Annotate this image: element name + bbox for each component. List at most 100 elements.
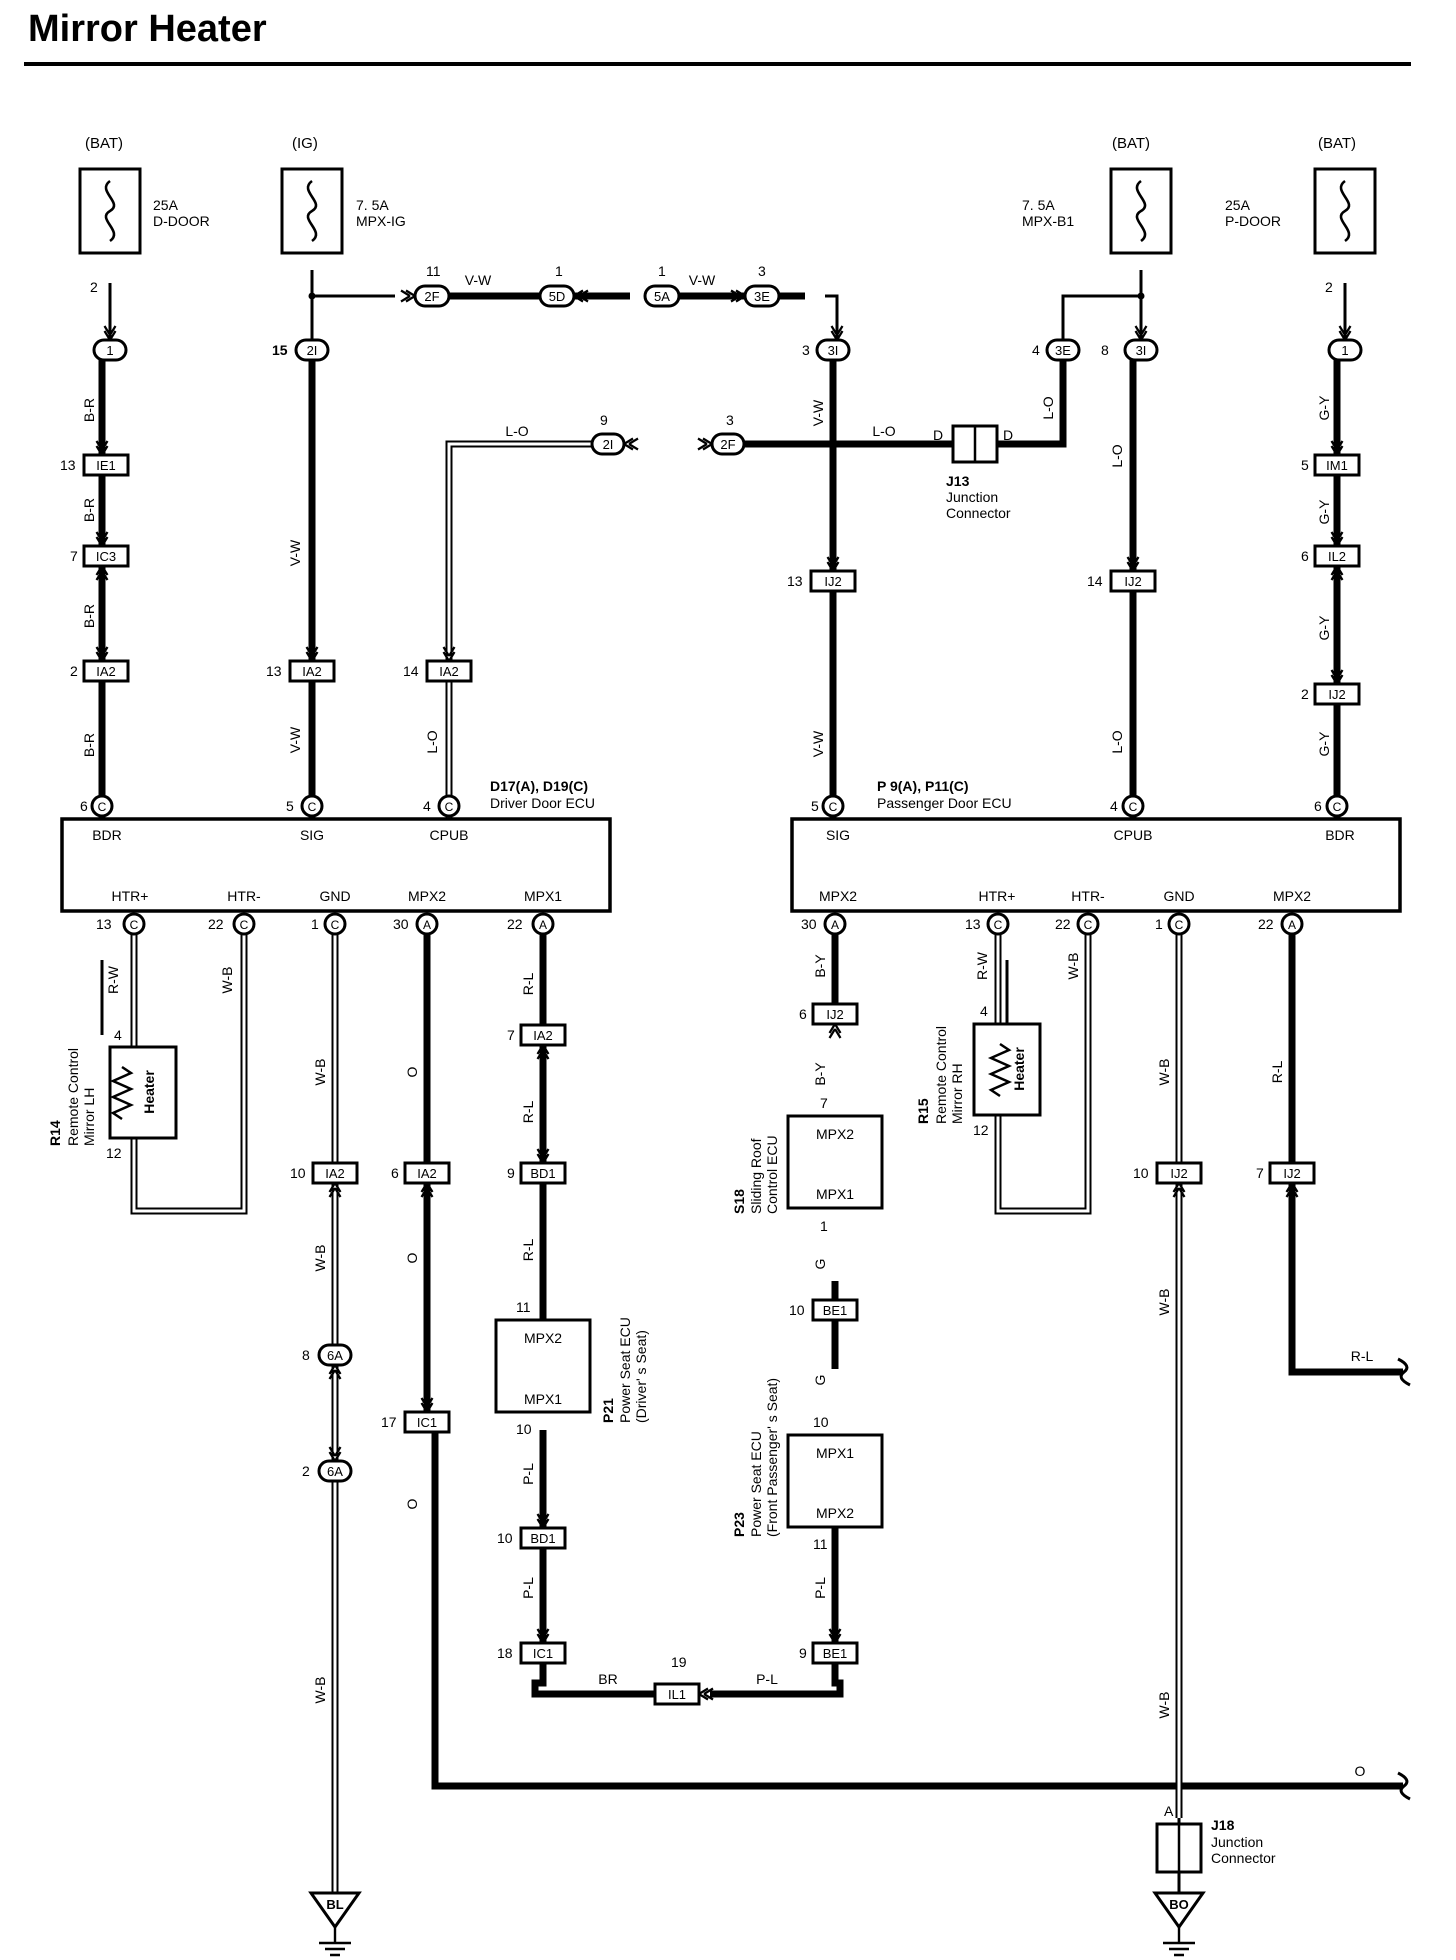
svg-text:30: 30: [393, 916, 409, 932]
jb-connector: 3E4: [1032, 338, 1081, 362]
fuse-icon: [280, 167, 344, 255]
svg-text:10: 10: [813, 1414, 829, 1430]
svg-text:11: 11: [516, 1299, 531, 1315]
svg-text:C: C: [98, 800, 107, 814]
svg-text:C: C: [1129, 800, 1138, 814]
heater-resistor-icon: [987, 1042, 1013, 1098]
svg-text:2F: 2F: [720, 437, 735, 452]
wire-label: B-Y: [812, 954, 828, 978]
jb-connector: 2F3: [710, 412, 746, 456]
svg-text:Junction: Junction: [946, 489, 998, 505]
wire-label: R-L: [520, 973, 536, 996]
wire-label: L-O: [1109, 444, 1125, 467]
svg-text:6: 6: [799, 1006, 807, 1022]
wire-label: G-Y: [1316, 615, 1332, 641]
connector-arrow-icon: [95, 289, 1352, 1701]
svg-text:A: A: [1164, 1803, 1174, 1819]
fuse-name: MPX-B1: [1022, 213, 1074, 229]
svg-text:HTR-: HTR-: [227, 888, 261, 904]
jb-connector: 1: [92, 338, 128, 362]
pin-marker: C1: [1155, 912, 1191, 936]
fuse-name: MPX-IG: [356, 213, 406, 229]
svg-text:10: 10: [516, 1421, 532, 1437]
fuse-icon: [1313, 167, 1377, 255]
svg-text:Connector: Connector: [1211, 1850, 1276, 1866]
svg-text:C: C: [1084, 918, 1093, 932]
svg-text:MPX2: MPX2: [524, 1330, 562, 1346]
wire-label: W-B: [312, 1245, 328, 1272]
svg-text:Remote Control: Remote Control: [933, 1026, 949, 1124]
svg-text:IJ2: IJ2: [1328, 687, 1345, 702]
svg-text:2: 2: [70, 663, 78, 679]
svg-text:7: 7: [70, 548, 78, 564]
wire-label: L-O: [1109, 730, 1125, 753]
svg-text:Mirror RH: Mirror RH: [949, 1063, 965, 1124]
svg-text:C: C: [994, 918, 1003, 932]
svg-text:BDR: BDR: [92, 827, 122, 843]
fuse-pin: 2: [1325, 279, 1333, 295]
ground-bl: BL: [309, 1891, 361, 1957]
wire-label: R-W: [105, 965, 121, 994]
svg-text:13: 13: [266, 663, 282, 679]
svg-text:13: 13: [965, 916, 981, 932]
fuse-rating: 7. 5A: [1022, 197, 1055, 213]
svg-text:9: 9: [799, 1645, 807, 1661]
svg-text:10: 10: [290, 1165, 306, 1181]
wire-label: W-B: [312, 1059, 328, 1086]
svg-text:1: 1: [1155, 916, 1163, 932]
svg-text:A: A: [1288, 918, 1296, 932]
svg-text:IA2: IA2: [302, 664, 322, 679]
wire-label: W-B: [1156, 1059, 1172, 1086]
pin-marker: C5: [286, 794, 324, 818]
wire-label: V-W: [465, 272, 492, 288]
junction-connector-j13: D D J13 Junction Connector: [933, 424, 1013, 521]
svg-text:C: C: [308, 800, 317, 814]
svg-text:7: 7: [507, 1027, 515, 1043]
svg-text:C: C: [130, 918, 139, 932]
svg-text:MPX1: MPX1: [816, 1445, 854, 1461]
mirror-heater-rh: Heater 4 12 R15 Remote Control Mirror RH: [915, 1003, 1042, 1138]
svg-text:3E: 3E: [1055, 343, 1071, 358]
svg-text:BE1: BE1: [823, 1303, 848, 1318]
svg-text:6: 6: [80, 798, 88, 814]
svg-text:BD1: BD1: [530, 1531, 555, 1546]
svg-text:IL1: IL1: [668, 1687, 686, 1702]
svg-text:IC1: IC1: [417, 1415, 437, 1430]
svg-text:2I: 2I: [307, 343, 318, 358]
svg-text:C: C: [331, 918, 340, 932]
wire-label: W-B: [312, 1677, 328, 1704]
fuse-mpx-ig: [280, 167, 344, 255]
pin-marker: A30: [801, 912, 847, 936]
wire-label: L-O: [1040, 396, 1056, 419]
svg-text:MPX2: MPX2: [816, 1126, 854, 1142]
svg-text:IM1: IM1: [1326, 458, 1348, 473]
fuse-mpx-b1: [1109, 167, 1173, 255]
wire-label: V-W: [810, 730, 826, 757]
svg-text:P 9(A), P11(C): P 9(A), P11(C): [877, 778, 969, 794]
wire-label: G: [812, 1259, 828, 1270]
svg-text:P23: P23: [731, 1512, 747, 1537]
svg-text:IE1: IE1: [96, 458, 116, 473]
jb-connector: 1: [1327, 338, 1363, 362]
jb-connector: 3E3: [743, 263, 781, 308]
svg-text:15: 15: [272, 342, 288, 358]
fuse-rating: 7. 5A: [356, 197, 389, 213]
svg-text:IJ2: IJ2: [824, 574, 841, 589]
fuse-icon: [1109, 167, 1173, 255]
svg-text:Connector: Connector: [946, 505, 1011, 521]
fuses: (BAT) 25A D-DOOR 2 (IG) 7. 5A MPX-IG (BA…: [78, 135, 1377, 300]
svg-text:9: 9: [507, 1165, 515, 1181]
svg-text:8: 8: [302, 1347, 310, 1363]
svg-text:MPX2: MPX2: [408, 888, 446, 904]
svg-text:A: A: [831, 918, 839, 932]
